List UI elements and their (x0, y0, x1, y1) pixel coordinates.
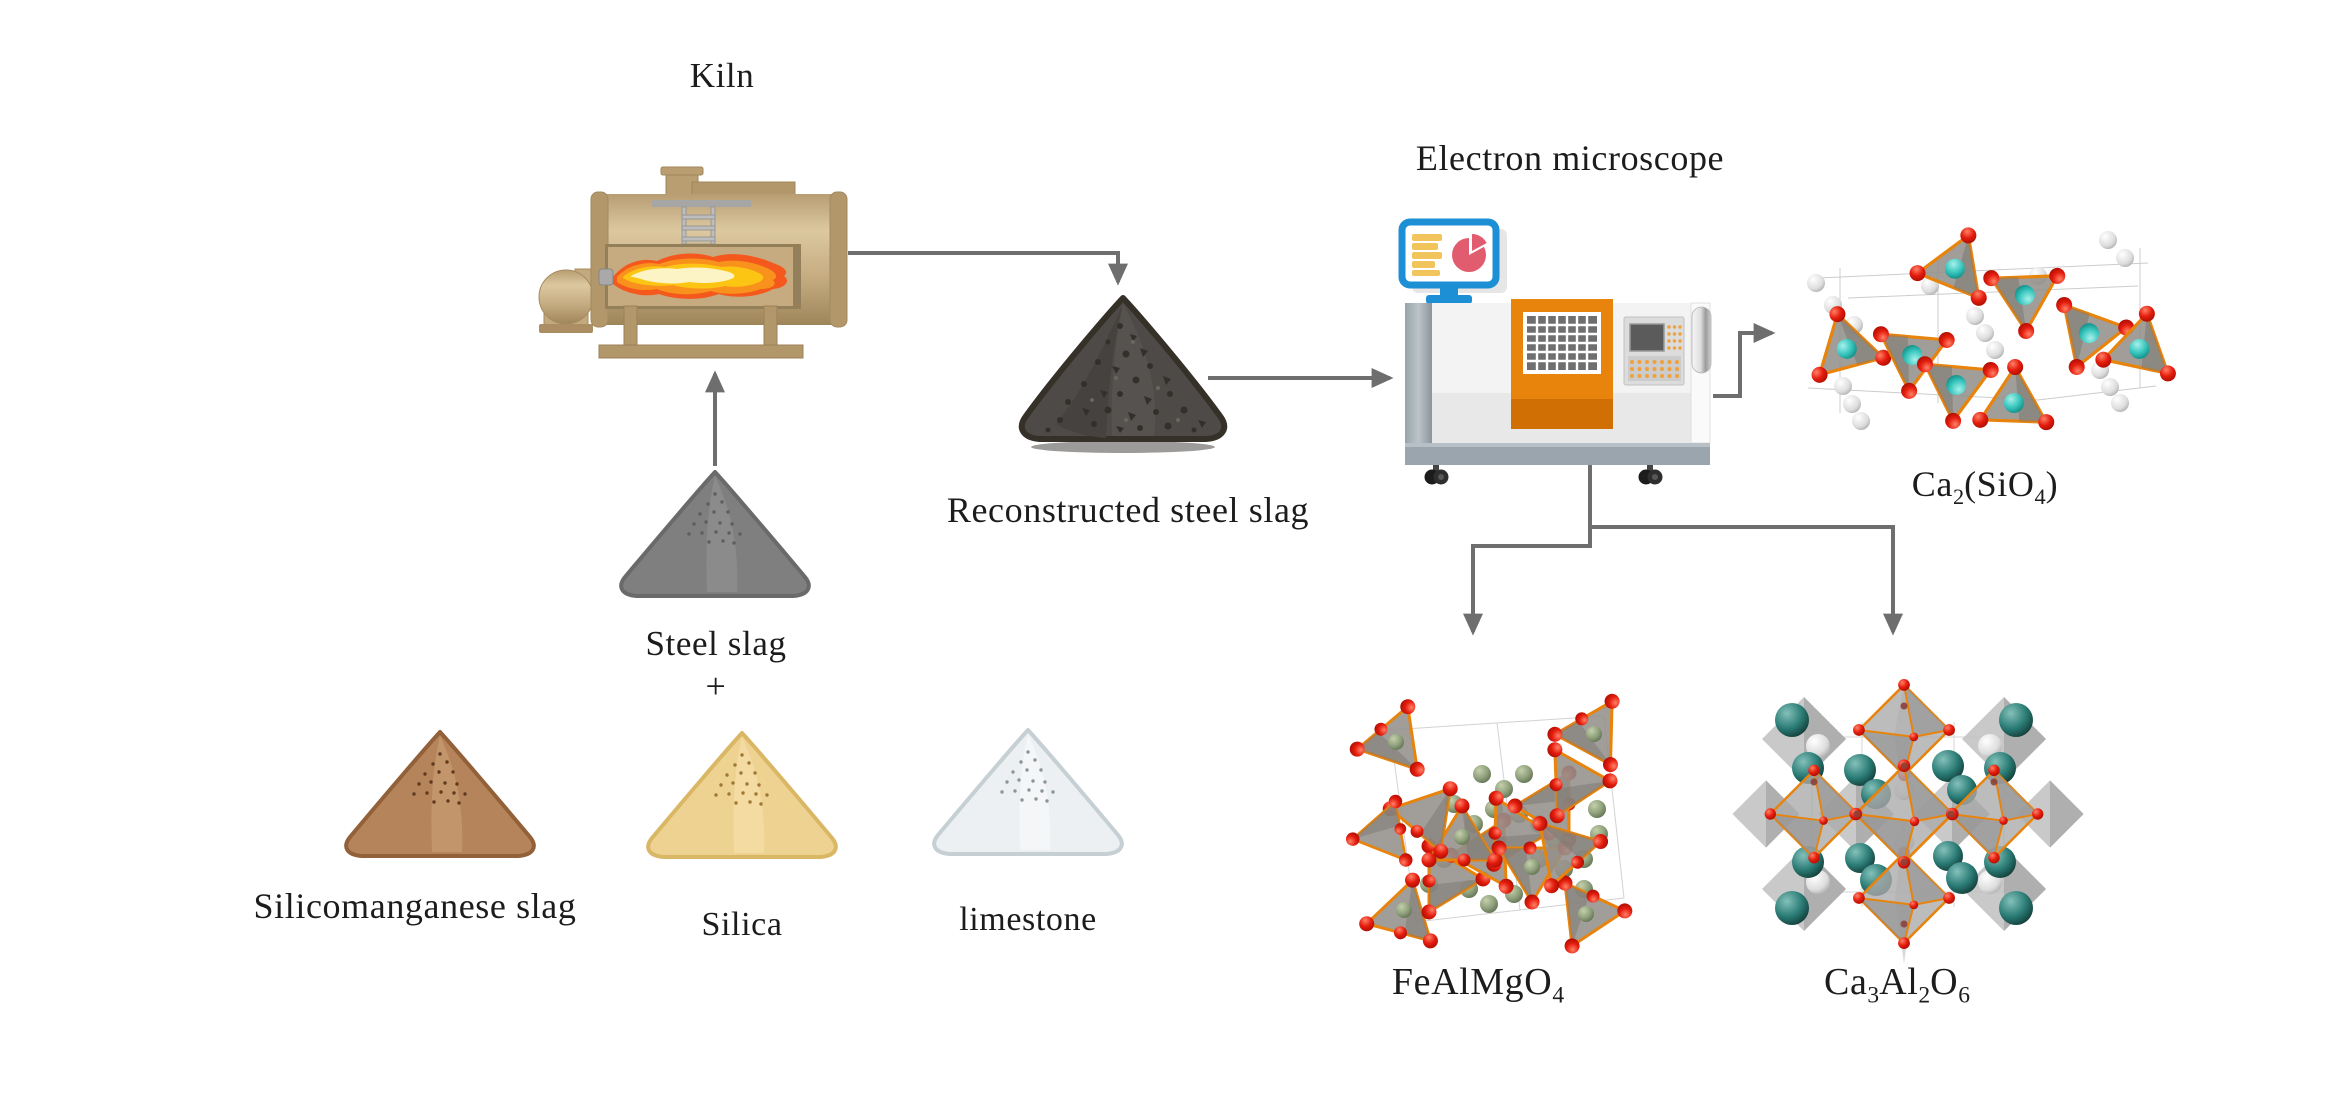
electron-microscope-icon (1398, 218, 1712, 485)
silicomanganese-slag-label: Silicomanganese slag (253, 886, 577, 926)
silica-label: Silica (701, 906, 783, 943)
plus-sign: + (705, 666, 727, 706)
sample-chamber-icon (1511, 299, 1613, 429)
silica-pile-icon (646, 731, 838, 859)
ca3al2o6-label: Ca3Al2O6 (1823, 961, 1971, 1009)
pie-chart-icon (1452, 234, 1487, 272)
steel-slag-pile-icon (619, 470, 811, 598)
arrow-microscope-to-ca3al2o6 (1590, 525, 1903, 636)
steel-slag-label: Steel slag (645, 624, 787, 663)
fealmgo4-crystal-icon (1338, 689, 1651, 972)
fealmgo4-label: FeAlMgO4 (1391, 961, 1565, 1009)
arrow-kiln-to-reconstructed (848, 251, 1128, 286)
caster-wheel-icon (1424, 465, 1449, 485)
bar-chart-icon (1412, 234, 1442, 276)
flame-icon (613, 253, 787, 299)
caster-wheel-icon (1638, 465, 1663, 485)
limestone-label: limestone (959, 901, 1097, 938)
arrow-microscope-to-ca2sio4 (1713, 323, 1776, 398)
monitor-chart-icon (1398, 218, 1507, 304)
electron-microscope-label: Electron microscope (1415, 138, 1725, 178)
control-panel-icon (1623, 316, 1685, 386)
limestone-pile-icon (932, 728, 1124, 856)
reconstructed-steel-slag-label: Reconstructed steel slag (946, 490, 1310, 530)
reconstructed-steel-slag-pile-icon (1018, 295, 1228, 453)
ca3al2o6-crystal-icon (1732, 677, 2084, 964)
ca2sio4-label: Ca2(SiO4) (1911, 464, 2059, 510)
kiln-icon (538, 166, 848, 359)
kiln-label: Kiln (689, 56, 755, 95)
silicomanganese-slag-pile-icon (344, 730, 536, 858)
arrow-microscope-to-fealmgo4 (1463, 464, 1592, 636)
column-cylinder-icon (1691, 306, 1712, 374)
ca2sio4-crystal-icon (1794, 211, 2191, 435)
